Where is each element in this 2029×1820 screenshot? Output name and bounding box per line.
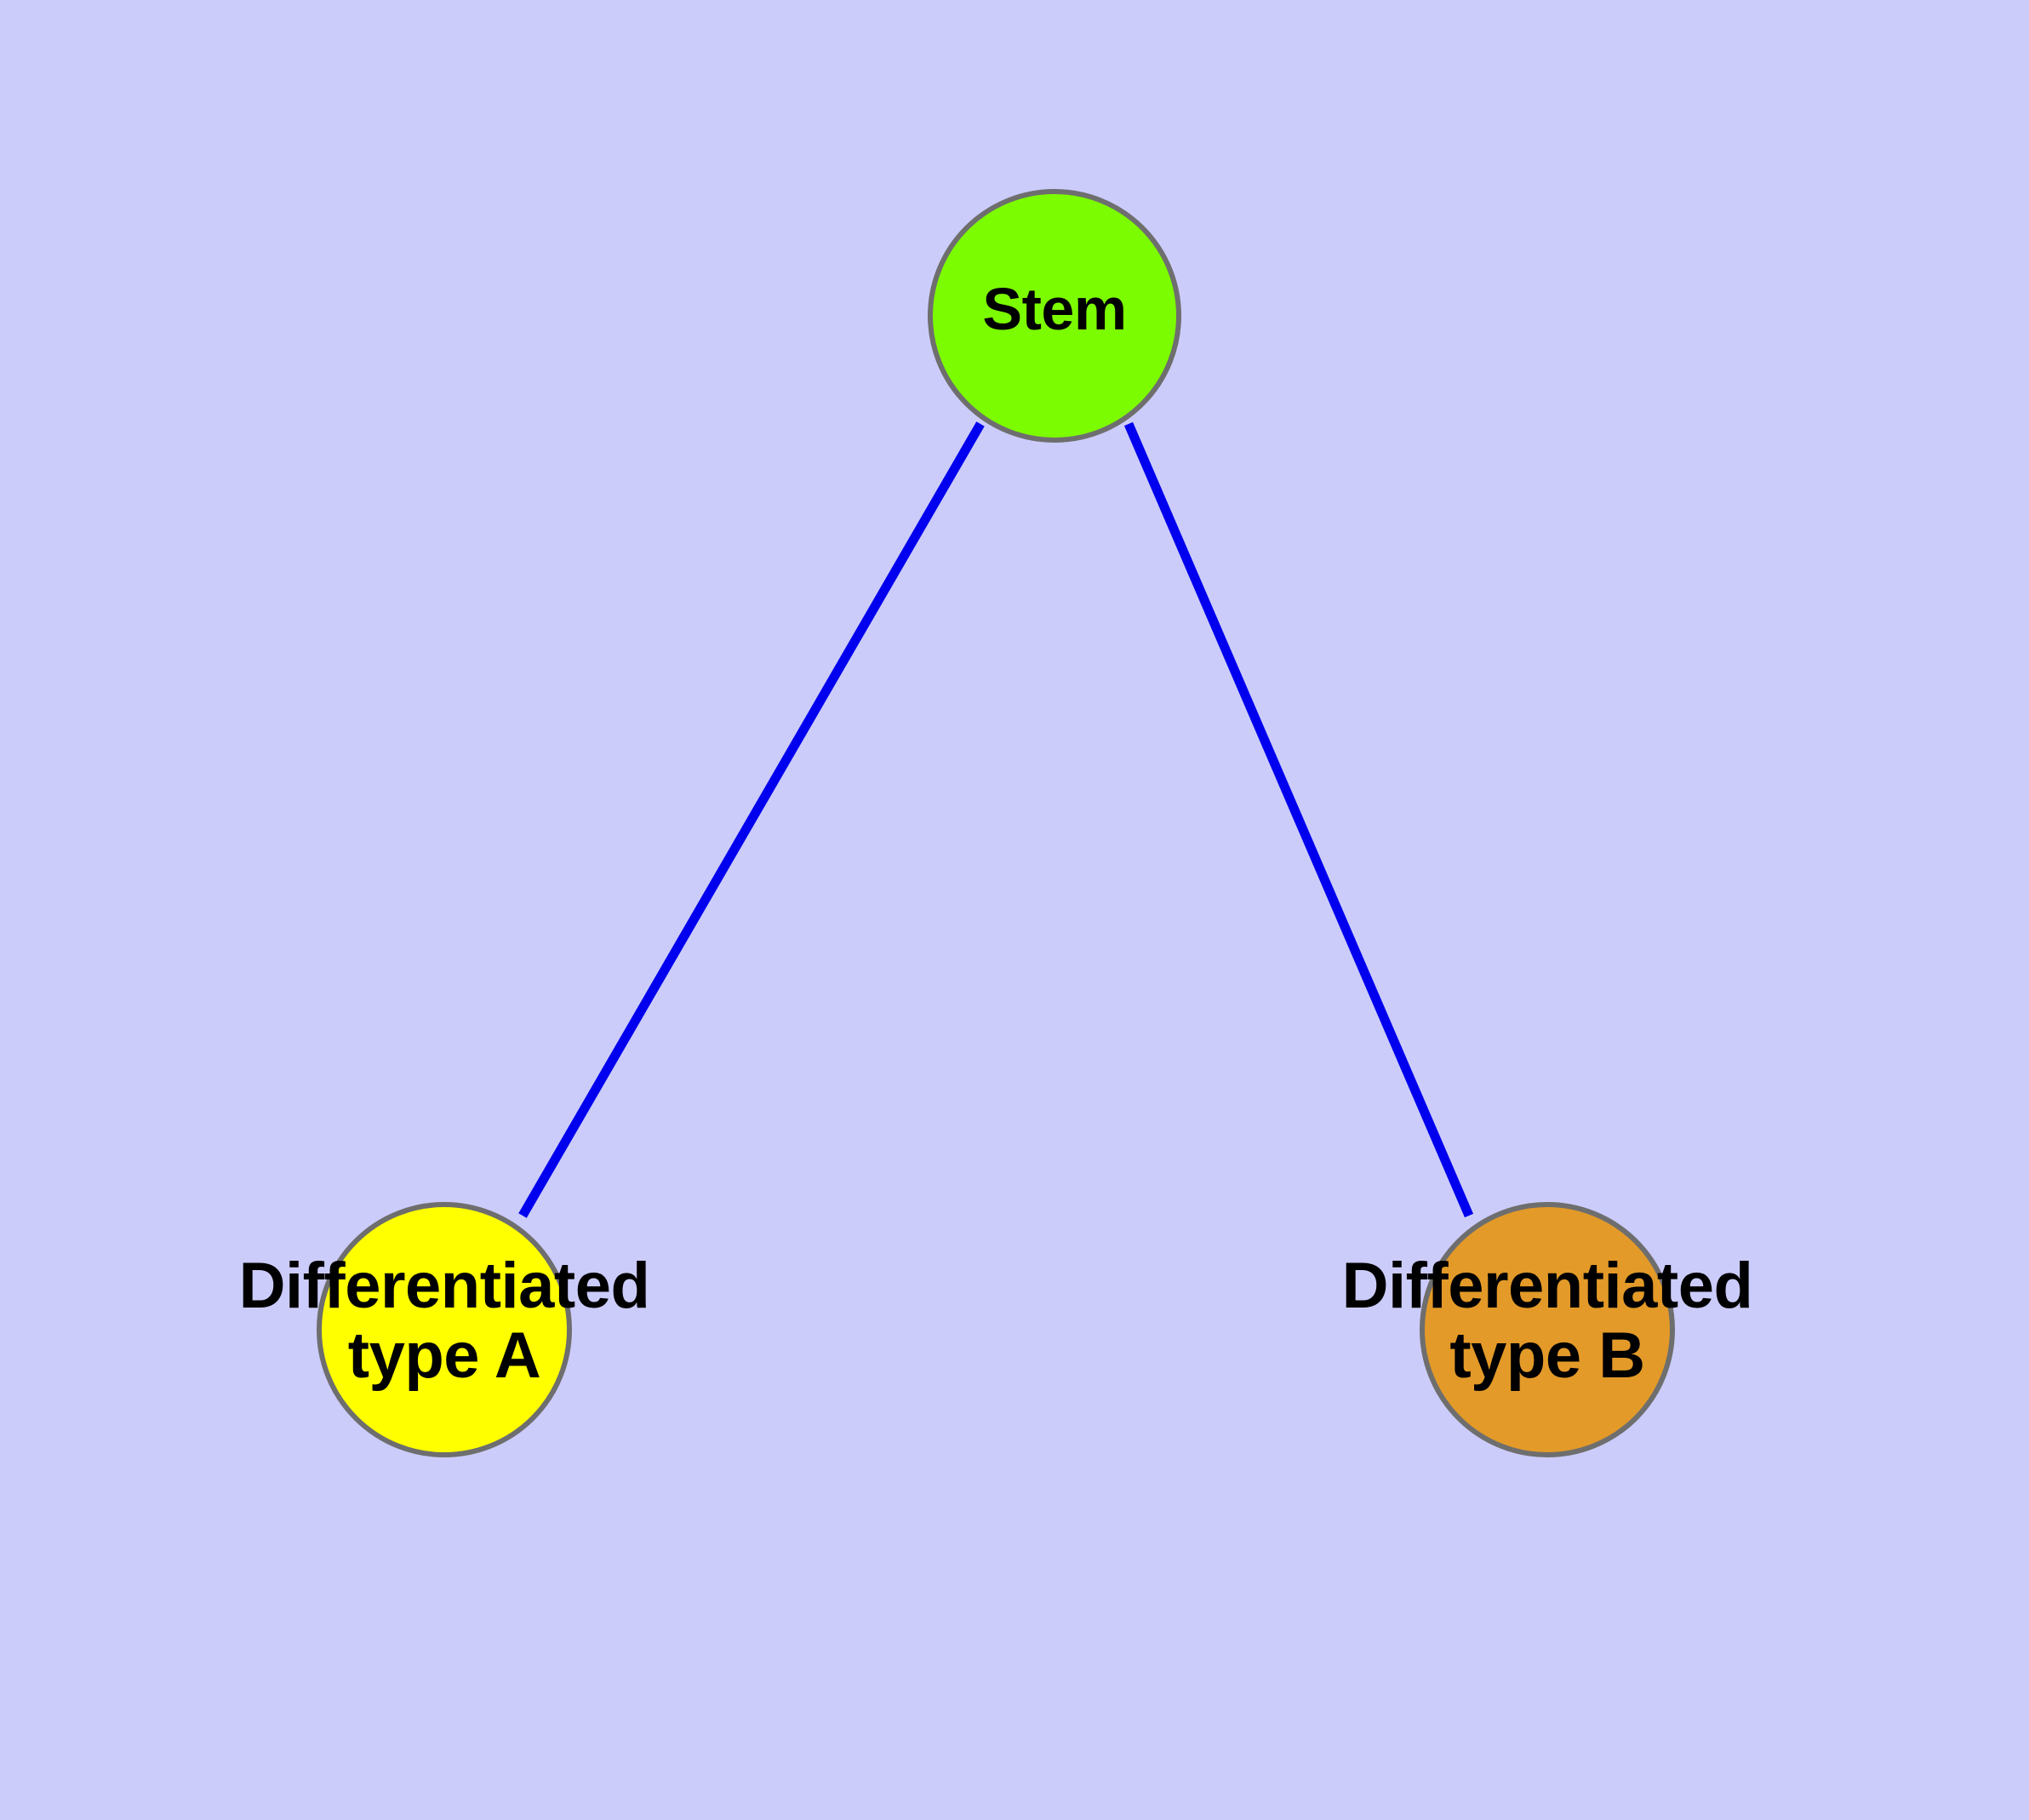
node-differentiated-type-a[interactable] bbox=[317, 1202, 572, 1457]
edge-stem-to-differentiated-type-a bbox=[518, 421, 985, 1218]
node-differentiated-type-b[interactable] bbox=[1420, 1202, 1675, 1457]
edge-stem-to-differentiated-type-b bbox=[1123, 421, 1474, 1218]
node-stem[interactable] bbox=[928, 189, 1181, 443]
